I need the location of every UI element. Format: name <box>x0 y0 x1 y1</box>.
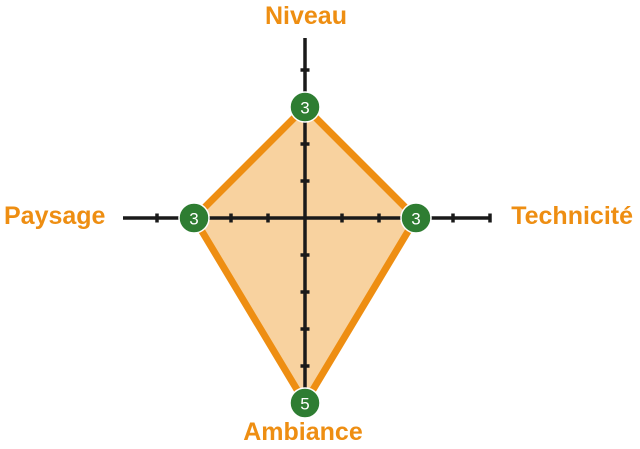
value-markers: 3 3 5 3 <box>178 91 432 419</box>
axes <box>123 38 492 418</box>
value-marker-circle-technicite <box>400 202 432 234</box>
value-marker-paysage: 3 <box>178 202 210 234</box>
axis-label-paysage: Paysage <box>4 202 106 230</box>
axis-label-technicite: Technicité <box>511 202 633 230</box>
value-marker-niveau: 3 <box>289 91 321 123</box>
value-marker-circle-paysage <box>178 202 210 234</box>
axis-label-niveau: Niveau <box>265 2 347 30</box>
value-marker-circle-ambiance <box>289 387 321 419</box>
value-marker-ambiance: 5 <box>289 387 321 419</box>
value-label-ambiance: 5 <box>300 395 309 414</box>
value-label-technicite: 3 <box>411 210 420 229</box>
axis-label-ambiance: Ambiance <box>243 418 363 446</box>
value-marker-technicite: 3 <box>400 202 432 234</box>
value-label-niveau: 3 <box>300 99 309 118</box>
value-label-paysage: 3 <box>189 210 198 229</box>
value-marker-circle-niveau <box>289 91 321 123</box>
